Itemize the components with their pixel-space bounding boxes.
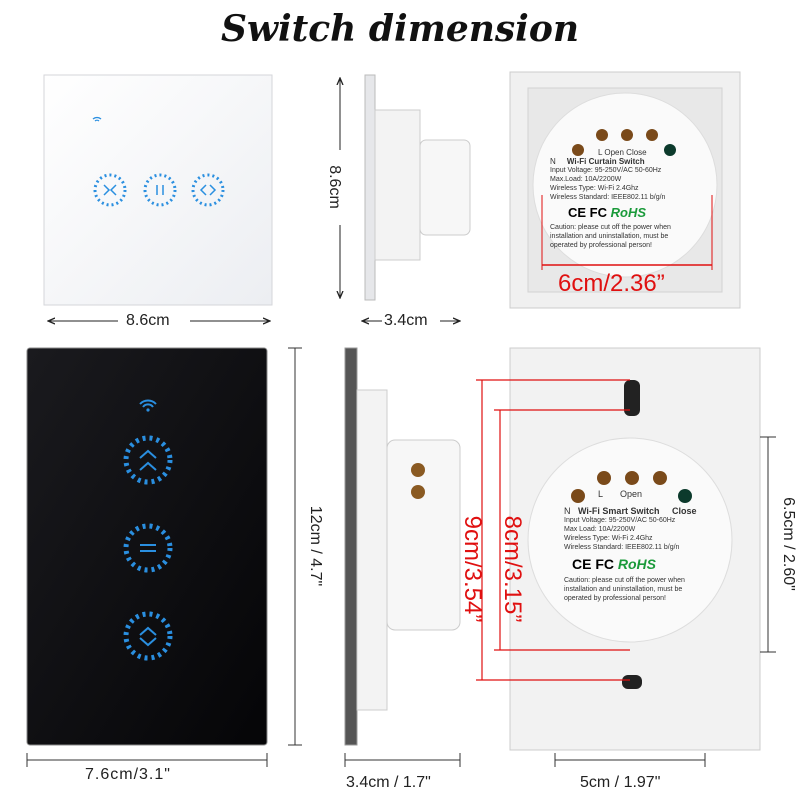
product-name: Wi-Fi Curtain Switch <box>566 157 645 166</box>
cert-marks: CE FC <box>568 205 607 220</box>
spec-line: Wireless Type: Wi-Fi 2.4Ghz <box>564 535 653 542</box>
page-title: Switch dimension <box>220 8 580 50</box>
terminal-labels: L Open Close <box>598 148 647 157</box>
caution-line: installation and uninstallation, must be <box>564 586 683 593</box>
cert-marks: CE FC <box>572 556 614 572</box>
bottom-back-label: N Wi-Fi Smart Switch Close Input Voltage… <box>564 507 724 603</box>
spec-line: Input Voltage: 95-250V/AC 50-60Hz <box>550 167 662 174</box>
spec-line: Wireless Type: Wi-Fi 2.4Ghz <box>550 185 639 192</box>
top-back-label: L Open Close N Wi-Fi Curtain Switch Inpu… <box>550 148 710 250</box>
bottom-side-depth-label: 3.4cm / 1.7" <box>346 774 431 791</box>
rohs-mark: RoHS <box>617 556 657 572</box>
bottom-back-module-width-label: 5cm / 1.97" <box>580 774 661 791</box>
bottom-front-width-label: 7.6cm/3.1" <box>85 766 171 783</box>
top-back-dimension-label: 6cm/2.36” <box>558 270 665 297</box>
wifi-icon <box>92 116 102 122</box>
bottom-side-view <box>344 347 461 746</box>
n-label: N <box>550 157 556 166</box>
caution-line: Caution: please cut off the power when <box>550 224 671 231</box>
spec-line: Input Voltage: 95-250V/AC 50-60Hz <box>564 517 676 524</box>
close-button-icon <box>123 611 173 661</box>
top-side-depth-label: 3.4cm <box>384 312 428 329</box>
top-front-width-label: 8.6cm <box>126 312 170 329</box>
rohs-mark: RoHS <box>610 205 647 220</box>
bottom-back-module-height-label: 6.5cm / 2.60" <box>780 497 797 591</box>
bottom-back-outer-height-label: 9cm/3.54” <box>459 515 486 623</box>
n-label: N <box>564 506 571 516</box>
top-side-view <box>364 74 471 301</box>
close-terminal-label: Close <box>671 506 697 516</box>
pause-button-icon <box>123 523 173 573</box>
bottom-front-panel <box>26 347 268 746</box>
caution-line: operated by professional person! <box>550 242 652 249</box>
wifi-icon <box>139 399 157 408</box>
spec-line: Wireless Standard: IEEE802.11 b/g/n <box>550 194 666 201</box>
spec-line: Max.Load: 10A/2200W <box>550 176 622 183</box>
l-terminal-label: L <box>598 489 604 499</box>
top-front-panel <box>43 74 273 306</box>
open-button-icon <box>123 435 173 485</box>
bottom-back-inner-height-label: 8cm/3.15” <box>499 515 526 623</box>
top-side-height-label: 8.6cm <box>325 165 343 209</box>
caution-line: Caution: please cut off the power when <box>564 577 685 584</box>
top-back-view <box>509 71 741 309</box>
product-name: Wi-Fi Smart Switch <box>578 506 660 516</box>
bottom-front-height-label: 12cm / 4.7" <box>307 505 324 587</box>
bottom-back-view <box>509 347 761 751</box>
open-terminal-label: Open <box>620 489 643 499</box>
caution-line: installation and uninstallation, must be <box>550 233 669 240</box>
spec-line: Max Load: 10A/2200W <box>564 526 636 533</box>
spec-line: Wireless Standard: IEEE802.11 b/g/n <box>564 544 680 551</box>
caution-line: operated by professional person! <box>564 595 666 602</box>
